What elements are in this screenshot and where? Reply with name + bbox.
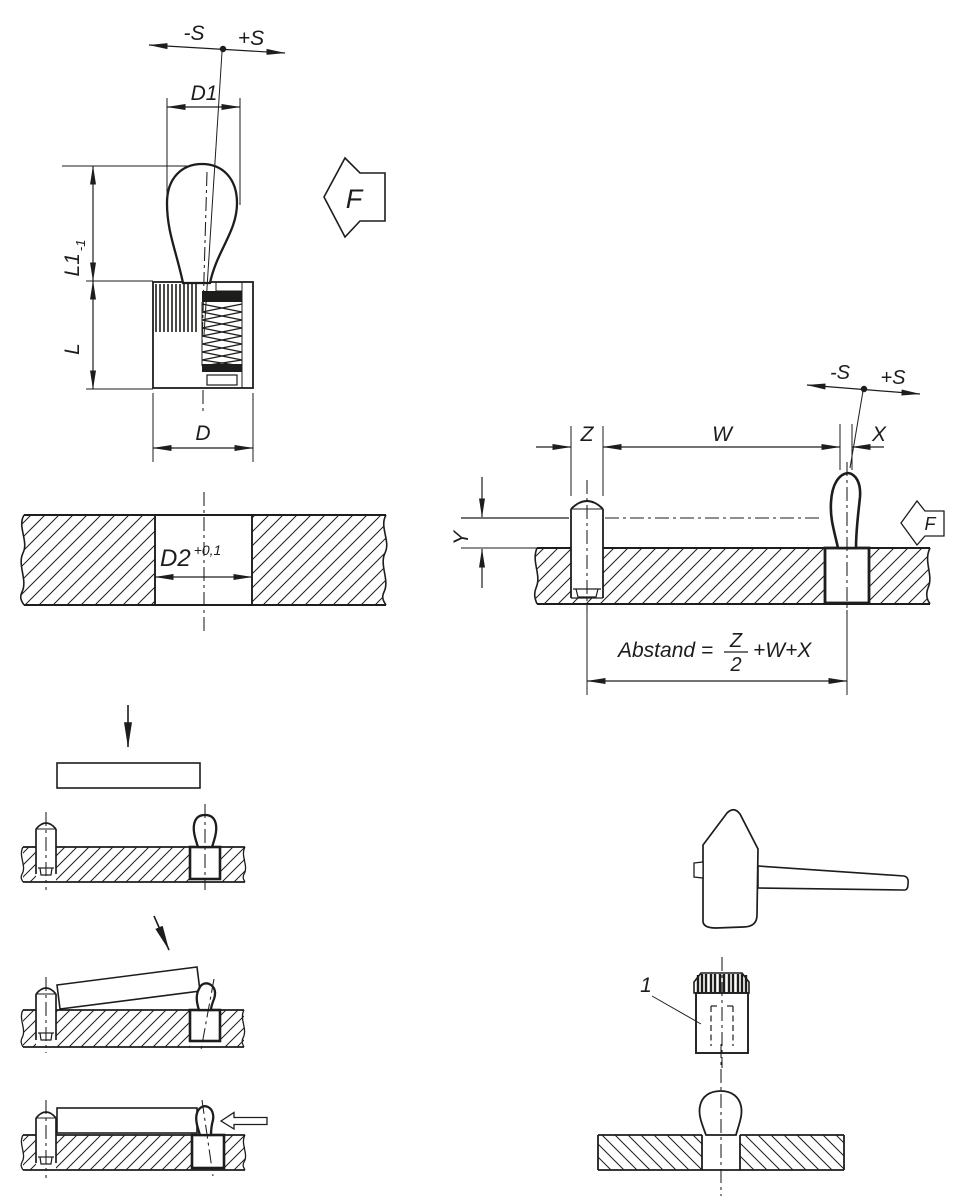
label-minus-s: -S <box>184 22 205 45</box>
figure-insertion-tool: 1 <box>640 957 750 1068</box>
label-l1: L1-1 <box>61 240 88 277</box>
formula-label: Abstand = <box>616 639 713 662</box>
spring-plunger <box>188 804 222 890</box>
force-arrow-icon <box>900 499 945 547</box>
label-d2: D2+0,1 <box>160 542 221 572</box>
figure-usage-step-2 <box>20 915 246 1053</box>
figure-usage-step-1 <box>20 705 247 890</box>
force-arrow-right: F <box>900 499 945 547</box>
figure-mounting-hole-section: D2+0,1 <box>19 492 388 633</box>
retainer-lip <box>206 374 238 386</box>
figure-usage-step-3 <box>20 1099 268 1178</box>
label-d1: D1 <box>191 82 218 105</box>
figure-hammer <box>693 808 909 929</box>
label-force-right: F <box>925 514 937 534</box>
label-plus-s: +S <box>880 367 906 389</box>
force-arrow-top: F <box>323 156 386 239</box>
label-z: Z <box>580 423 595 446</box>
figure-installation-dimensions: -S +S Z W X Y F <box>450 362 945 695</box>
label-minus-s: -S <box>830 362 851 384</box>
label-d: D <box>195 422 210 445</box>
break-edge-left <box>20 1009 25 1048</box>
break-edge-left <box>20 1134 25 1171</box>
break-edge-right <box>925 547 931 605</box>
pivot-dot <box>219 45 227 53</box>
break-edge-left <box>533 547 539 605</box>
plunger-head-small <box>829 471 862 550</box>
tool-knurl-stripes <box>696 974 748 992</box>
push-arrow-icon <box>219 1111 268 1131</box>
dimension-d2: D2+0,1 <box>154 542 253 580</box>
dimension-abstand: Abstand = Z 2 +W+X <box>586 610 848 695</box>
knurl-lines <box>155 284 197 332</box>
plate-hatch-right <box>252 515 387 605</box>
label-item-1: 1 <box>640 974 652 997</box>
break-edge-left <box>20 846 25 883</box>
dimension-w: W <box>602 423 841 450</box>
pivot-dot <box>860 385 868 393</box>
figure-plunger-side-view: -S +S <box>61 22 386 462</box>
dimension-d1: D1 <box>166 82 241 205</box>
plunger-head <box>165 162 239 285</box>
force-arrow-icon <box>323 156 386 239</box>
locating-pin <box>35 812 57 890</box>
break-edge-right <box>241 1009 246 1048</box>
plunger-head-deflected <box>195 982 217 1012</box>
label-force-top: F <box>346 184 364 214</box>
formula-denominator: 2 <box>729 654 741 676</box>
dimension-d: D <box>152 393 254 462</box>
label-y: Y <box>450 529 473 545</box>
break-edge-right <box>242 1134 247 1171</box>
spring-coils <box>201 303 243 367</box>
locating-pin <box>35 1100 57 1178</box>
hammer-face <box>693 861 704 879</box>
label-w: W <box>712 423 734 446</box>
dimension-l1-l: L1-1 L <box>61 165 187 390</box>
installed-plunger <box>823 462 871 614</box>
formula-numerator: Z <box>729 630 743 652</box>
hammer-handle <box>757 865 909 891</box>
break-edge-right <box>381 514 388 606</box>
workpiece-bar <box>56 762 201 789</box>
formula-suffix: +W+X <box>753 639 812 662</box>
figure-installed-plunger-section <box>597 1044 845 1196</box>
label-x: X <box>871 423 887 446</box>
head-centerline <box>201 171 208 349</box>
dimension-x: X <box>839 423 887 470</box>
spring-plunger <box>188 978 222 1051</box>
tool-hidden-cavity <box>710 1005 734 1046</box>
workpiece-bar-tilted <box>56 966 201 1010</box>
stroke-axis: -S +S <box>148 22 286 55</box>
tilted-arrow-icon <box>153 915 170 951</box>
break-edge-right <box>242 846 247 883</box>
stroke-axis-line <box>148 43 286 55</box>
locating-pin <box>570 480 604 612</box>
dimension-y: Y <box>450 477 485 588</box>
stroke-axis-right: -S +S <box>806 362 921 469</box>
deflection-line <box>203 51 223 336</box>
label-l: L <box>61 343 84 355</box>
break-edge-left <box>19 514 26 606</box>
plate-hatch-left <box>20 515 155 605</box>
locating-pin <box>35 977 57 1053</box>
spring-seat-top <box>202 291 242 302</box>
label-plus-s: +S <box>238 27 264 50</box>
workpiece-bar <box>56 1107 198 1134</box>
dimension-z: Z <box>536 423 604 496</box>
leader-line <box>651 995 702 1025</box>
hammer-head <box>702 808 759 929</box>
spring-seat-bottom <box>202 364 242 372</box>
spring-plunger <box>190 1099 226 1177</box>
